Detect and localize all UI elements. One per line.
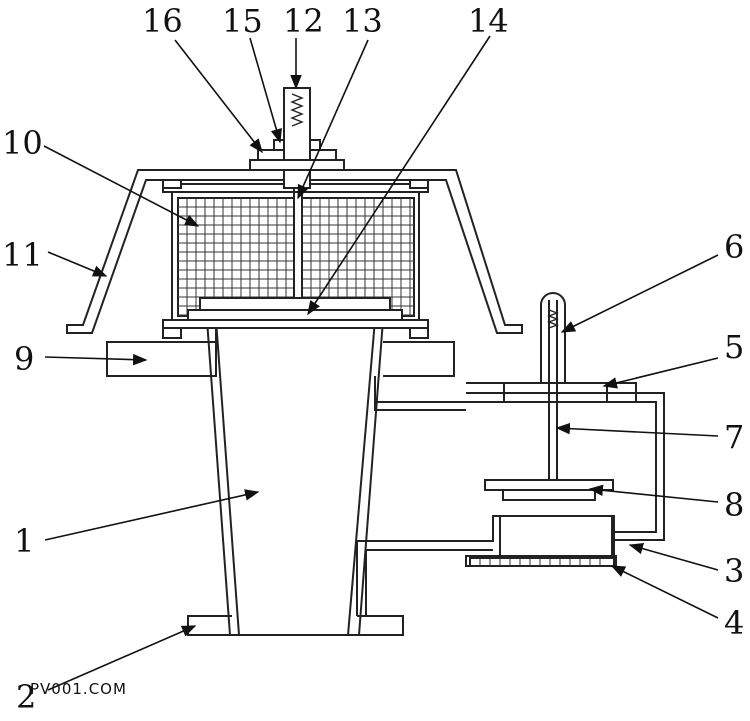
label-7: 7 [724,418,744,456]
upper-flange [107,341,466,403]
top-cover [66,169,523,334]
bottom-screen [469,557,615,567]
label-12: 12 [283,2,324,40]
label-10: 10 [2,124,43,162]
label-8: 8 [724,486,744,524]
pressure-plate [187,297,403,321]
label-5: 5 [724,328,744,366]
label-3: 3 [724,552,744,590]
label-14: 14 [468,2,509,40]
label-16: 16 [142,2,183,40]
label-4: 4 [724,604,744,642]
label-11: 11 [2,236,43,274]
center-rod [249,87,345,298]
part-labels: 1 2 3 4 5 6 7 8 9 10 11 12 13 14 15 16 [2,2,744,716]
label-1: 1 [14,522,34,560]
label-15: 15 [222,2,263,40]
main-body [106,319,404,636]
watermark-text: PV001.COM [30,680,127,698]
leader-lines [43,35,719,691]
label-2: 2 [16,678,36,716]
label-13: 13 [342,2,383,40]
label-6: 6 [724,228,744,266]
label-9: 9 [14,340,34,378]
valve-assembly [484,292,614,501]
